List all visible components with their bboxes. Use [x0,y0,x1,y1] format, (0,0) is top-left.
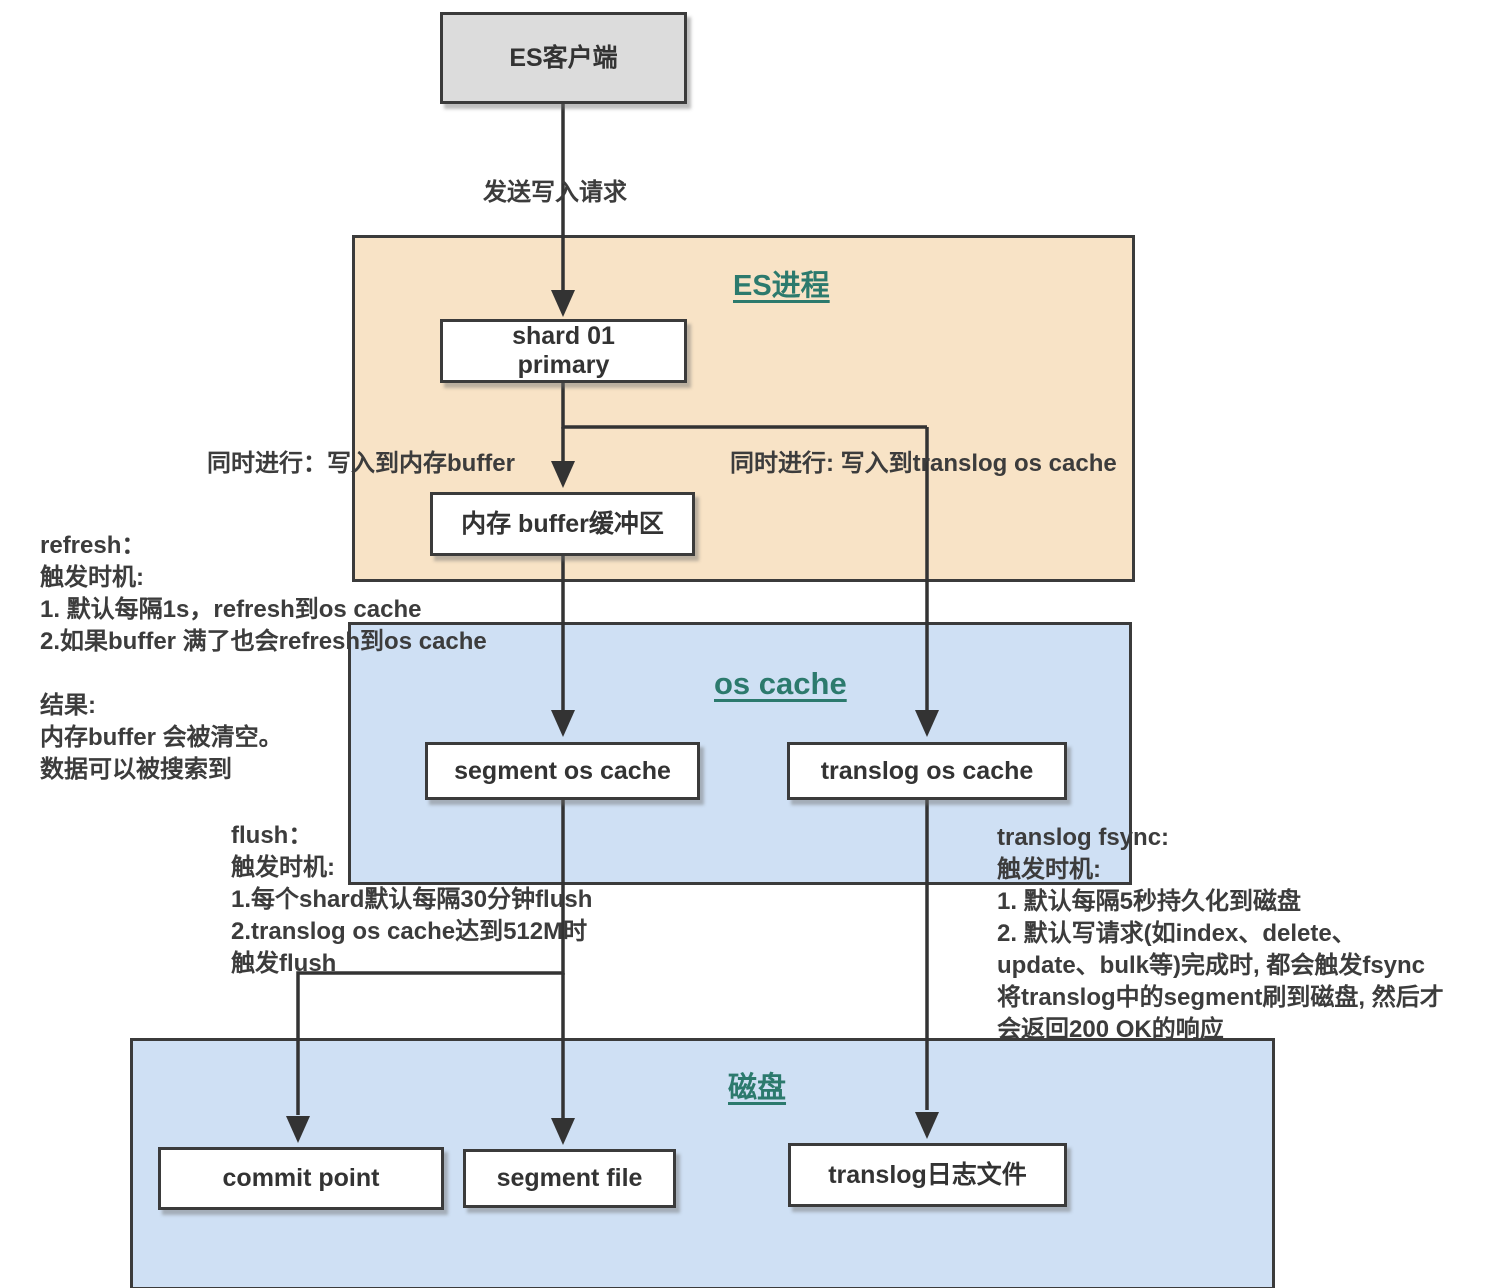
node-memory-buffer-label: 内存 buffer缓冲区 [461,509,664,538]
node-segment-file: segment file [463,1149,676,1208]
fsync-line: 2. 默认写请求(如index、delete、 [997,920,1356,947]
arrowheads [286,290,939,1145]
shard-line-2: primary [517,351,610,379]
fsync-line: translog fsync: [997,824,1170,851]
node-translog-file: translog日志文件 [788,1143,1067,1207]
node-translog-os-cache: translog os cache [787,742,1067,800]
node-segment-os-cache-label: segment os cache [454,756,671,785]
fsync-line: update、bulk等)完成时, 都会触发fsync [997,952,1426,979]
refresh-line: 2.如果buffer 满了也会refresh到os cache [40,628,487,655]
flush-line: 触发时机: [231,854,335,881]
flush-line: 触发flush [231,950,337,977]
node-segment-os-cache: segment os cache [425,742,700,800]
refresh-line: 数据可以被搜索到 [40,756,232,783]
fsync-line: 会返回200 OK的响应 [997,1016,1224,1043]
branch-line [561,383,927,429]
refresh-line: 触发时机: [40,564,144,591]
refresh-line: refresh： [40,532,146,559]
refresh-line: 1. 默认每隔1s，refresh到os cache [40,596,422,623]
flush-line: 2.translog os cache达到512M时 [231,918,588,945]
node-es-client-label: ES客户端 [509,43,618,72]
node-memory-buffer: 内存 buffer缓冲区 [430,492,695,556]
annotation-flush: flush： 触发时机: 1.每个shard默认每隔30分钟flush 2.tr… [231,820,592,980]
fsync-line: 1. 默认每隔5秒持久化到磁盘 [997,888,1302,915]
flush-line: 1.每个shard默认每隔30分钟flush [231,886,593,913]
refresh-line: 结果: [40,692,96,719]
edge-label-write-to-buffer: 同时进行：写入到内存buffer [207,450,515,477]
flush-line: flush： [231,822,313,849]
es-process-title: ES进程 [733,270,830,302]
disk-title: 磁盘 [728,1072,787,1104]
annotation-refresh: refresh： 触发时机: 1. 默认每隔1s，refresh到os cach… [40,530,487,786]
node-shard-label: shard 01 primary [512,322,615,380]
node-segment-file-label: segment file [496,1164,643,1193]
refresh-line: 内存buffer 会被清空。 [40,724,283,751]
node-es-client: ES客户端 [440,12,687,104]
node-translog-file-label: translog日志文件 [828,1160,1027,1189]
edge-label-write-to-translog: 同时进行: 写入到translog os cache [730,450,1117,477]
line-segment-to-commit [296,800,565,1115]
annotation-translog-fsync: translog fsync: 触发时机: 1. 默认每隔5秒持久化到磁盘 2.… [997,822,1444,1046]
shard-line-1: shard 01 [512,322,615,351]
fsync-line: 触发时机: [997,856,1101,883]
os-cache-title: os cache [714,666,847,701]
edge-label-send-write-request: 发送写入请求 [483,179,627,206]
node-commit-point: commit point [158,1147,444,1210]
node-commit-point-label: commit point [222,1164,380,1193]
node-shard-01-primary: shard 01 primary [440,319,687,383]
fsync-line: 将translog中的segment刷到磁盘, 然后才 [997,984,1444,1011]
node-translog-os-cache-label: translog os cache [820,756,1034,785]
refresh-line [40,658,487,690]
